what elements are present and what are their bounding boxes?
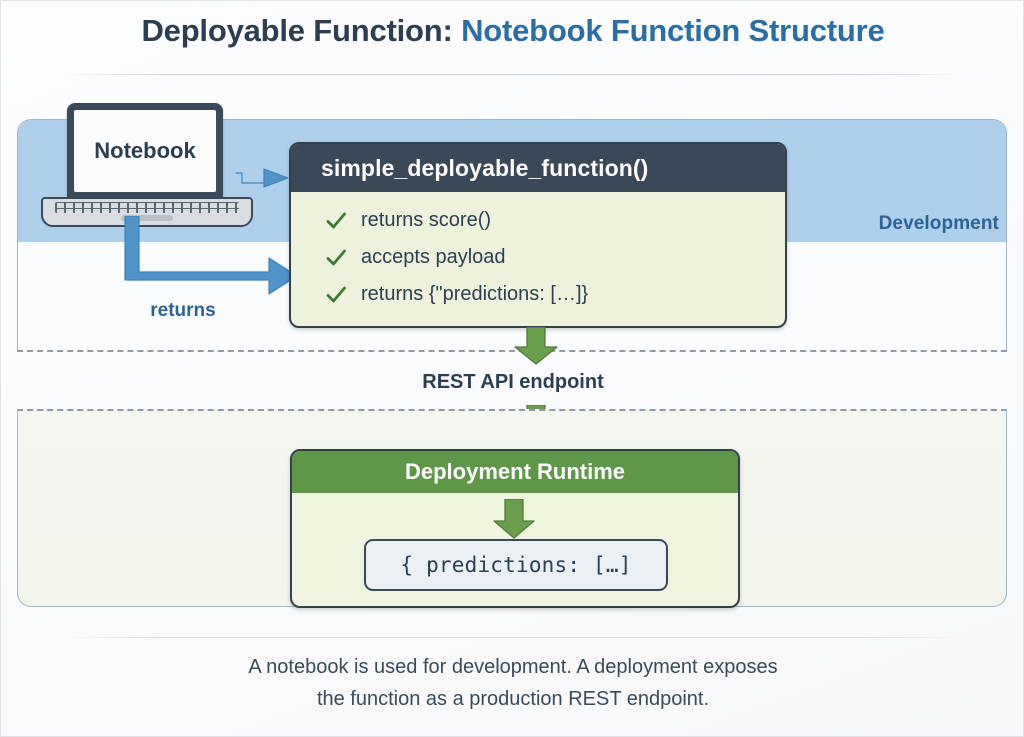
- predictions-code-box: { predictions: […]: [364, 539, 668, 591]
- function-feature-label: accepts payload: [361, 246, 506, 268]
- check-icon: [325, 284, 347, 306]
- laptop-trackpad: [121, 215, 173, 221]
- function-feature-item: returns score(): [325, 202, 785, 239]
- function-card-body: returns score() accepts payload returns …: [291, 192, 785, 313]
- page-title: Deployable Function: Notebook Function S…: [1, 13, 1024, 49]
- arrow-down-icon: [492, 498, 536, 539]
- returns-label: returns: [150, 300, 216, 321]
- caption-line-2: the function as a production REST endpoi…: [316, 688, 710, 710]
- laptop-base: [41, 197, 253, 227]
- development-zone-dashed-edge: [17, 350, 1007, 352]
- caption-text: A notebook is used for development. A de…: [1, 651, 1024, 715]
- title-prefix: Deployable Function:: [141, 13, 453, 48]
- title-divider: [63, 74, 963, 75]
- caption-line-1: A notebook is used for development. A de…: [248, 656, 778, 678]
- notebook-laptop-illustration: Notebook: [41, 103, 253, 227]
- function-feature-label: returns {"predictions: […]}: [361, 283, 589, 305]
- laptop-lid: Notebook: [67, 103, 223, 199]
- arrow-right-icon: [234, 163, 290, 193]
- laptop-keyboard: [55, 202, 239, 213]
- check-icon: [325, 210, 347, 232]
- development-zone-label: Development: [878, 213, 999, 234]
- check-icon: [325, 247, 347, 269]
- function-feature-label: returns score(): [361, 209, 492, 231]
- arrow-down-icon: [513, 326, 559, 365]
- deployment-runtime-header: Deployment Runtime: [292, 451, 738, 493]
- function-card-header: simple_deployable_function(): [291, 144, 785, 192]
- rest-api-endpoint-label: REST API endpoint: [422, 371, 604, 393]
- caption-divider: [63, 637, 963, 638]
- function-card: simple_deployable_function() returns sco…: [289, 142, 787, 328]
- function-feature-item: accepts payload: [325, 239, 785, 276]
- laptop-screen-label: Notebook: [74, 110, 216, 192]
- function-feature-item: returns {"predictions: […]}: [325, 276, 785, 313]
- title-accent: Notebook Function Structure: [461, 13, 885, 48]
- deployment-runtime-card: Deployment Runtime { predictions: […]: [290, 449, 740, 608]
- elbow-arrow-icon: [119, 215, 299, 298]
